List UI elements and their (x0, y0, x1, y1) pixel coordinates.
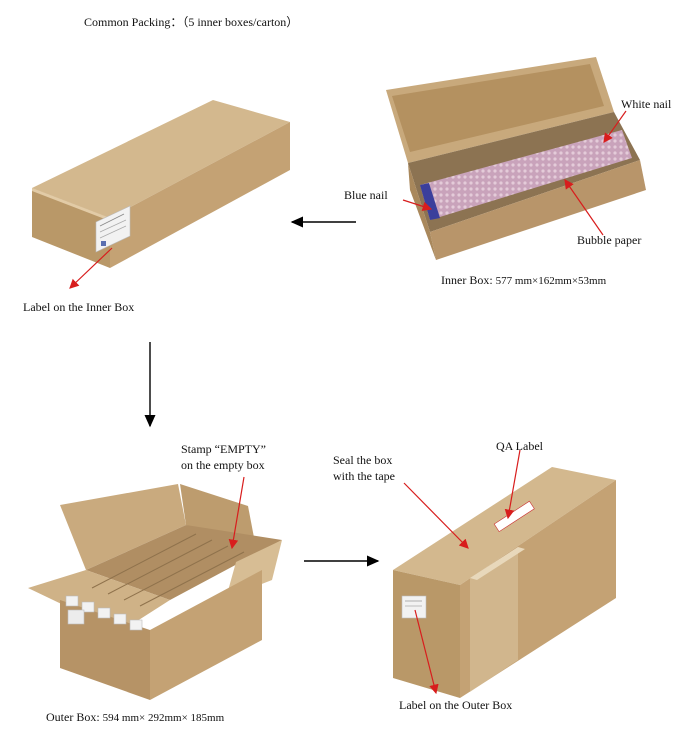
seal-tape-callout-line1: Seal the box (333, 453, 393, 467)
inner-box-label-pointer (69, 247, 113, 289)
inner-box-caption-dims: 577 mm×162mm×53mm (495, 275, 607, 287)
blue-nail-callout: Blue nail (344, 188, 388, 202)
inner-box-label (95, 205, 131, 253)
inner-box-caption-prefix: Inner Box: (441, 273, 496, 287)
white-nail-callout: White nail (621, 97, 672, 111)
qa-label-pointer (504, 449, 521, 520)
stamp-empty-callout-line1: Stamp “EMPTY” (181, 442, 266, 456)
inner-box-label-caption: Label on the Inner Box (23, 300, 135, 314)
open-outer-box-photo (28, 484, 282, 700)
outer-box-caption-dims: 594 mm× 292mm× 185mm (102, 712, 225, 724)
white-nail-pointer (603, 110, 627, 143)
bubble-paper-pointer (564, 179, 604, 236)
sealed-outer-box-photo (393, 467, 616, 698)
stamp-empty-callout-line2: on the empty box (181, 458, 265, 472)
outer-box-dimensions: Outer Box: 594 mm× 292mm× 185mm (46, 710, 224, 726)
seal-tape-callout-line2: with the tape (333, 469, 395, 483)
page-title: Common Packing：（5 inner boxes/carton） (84, 15, 299, 29)
qa-label-callout: QA Label (496, 439, 543, 453)
blue-nail-pointer (402, 199, 433, 211)
bubble-paper-callout: Bubble paper (577, 233, 642, 247)
outer-box-caption-prefix: Outer Box: (46, 710, 103, 724)
outer-box-label-caption: Label on the Outer Box (399, 698, 513, 712)
open-inner-box-photo (386, 57, 646, 260)
inner-box-dimensions: Inner Box: 577 mm×162mm×53mm (441, 273, 606, 289)
outer-label-pointer (414, 609, 439, 695)
seal-tape-pointer (403, 482, 469, 549)
stamp-empty-pointer (228, 476, 245, 550)
closed-inner-box-photo (32, 100, 290, 268)
